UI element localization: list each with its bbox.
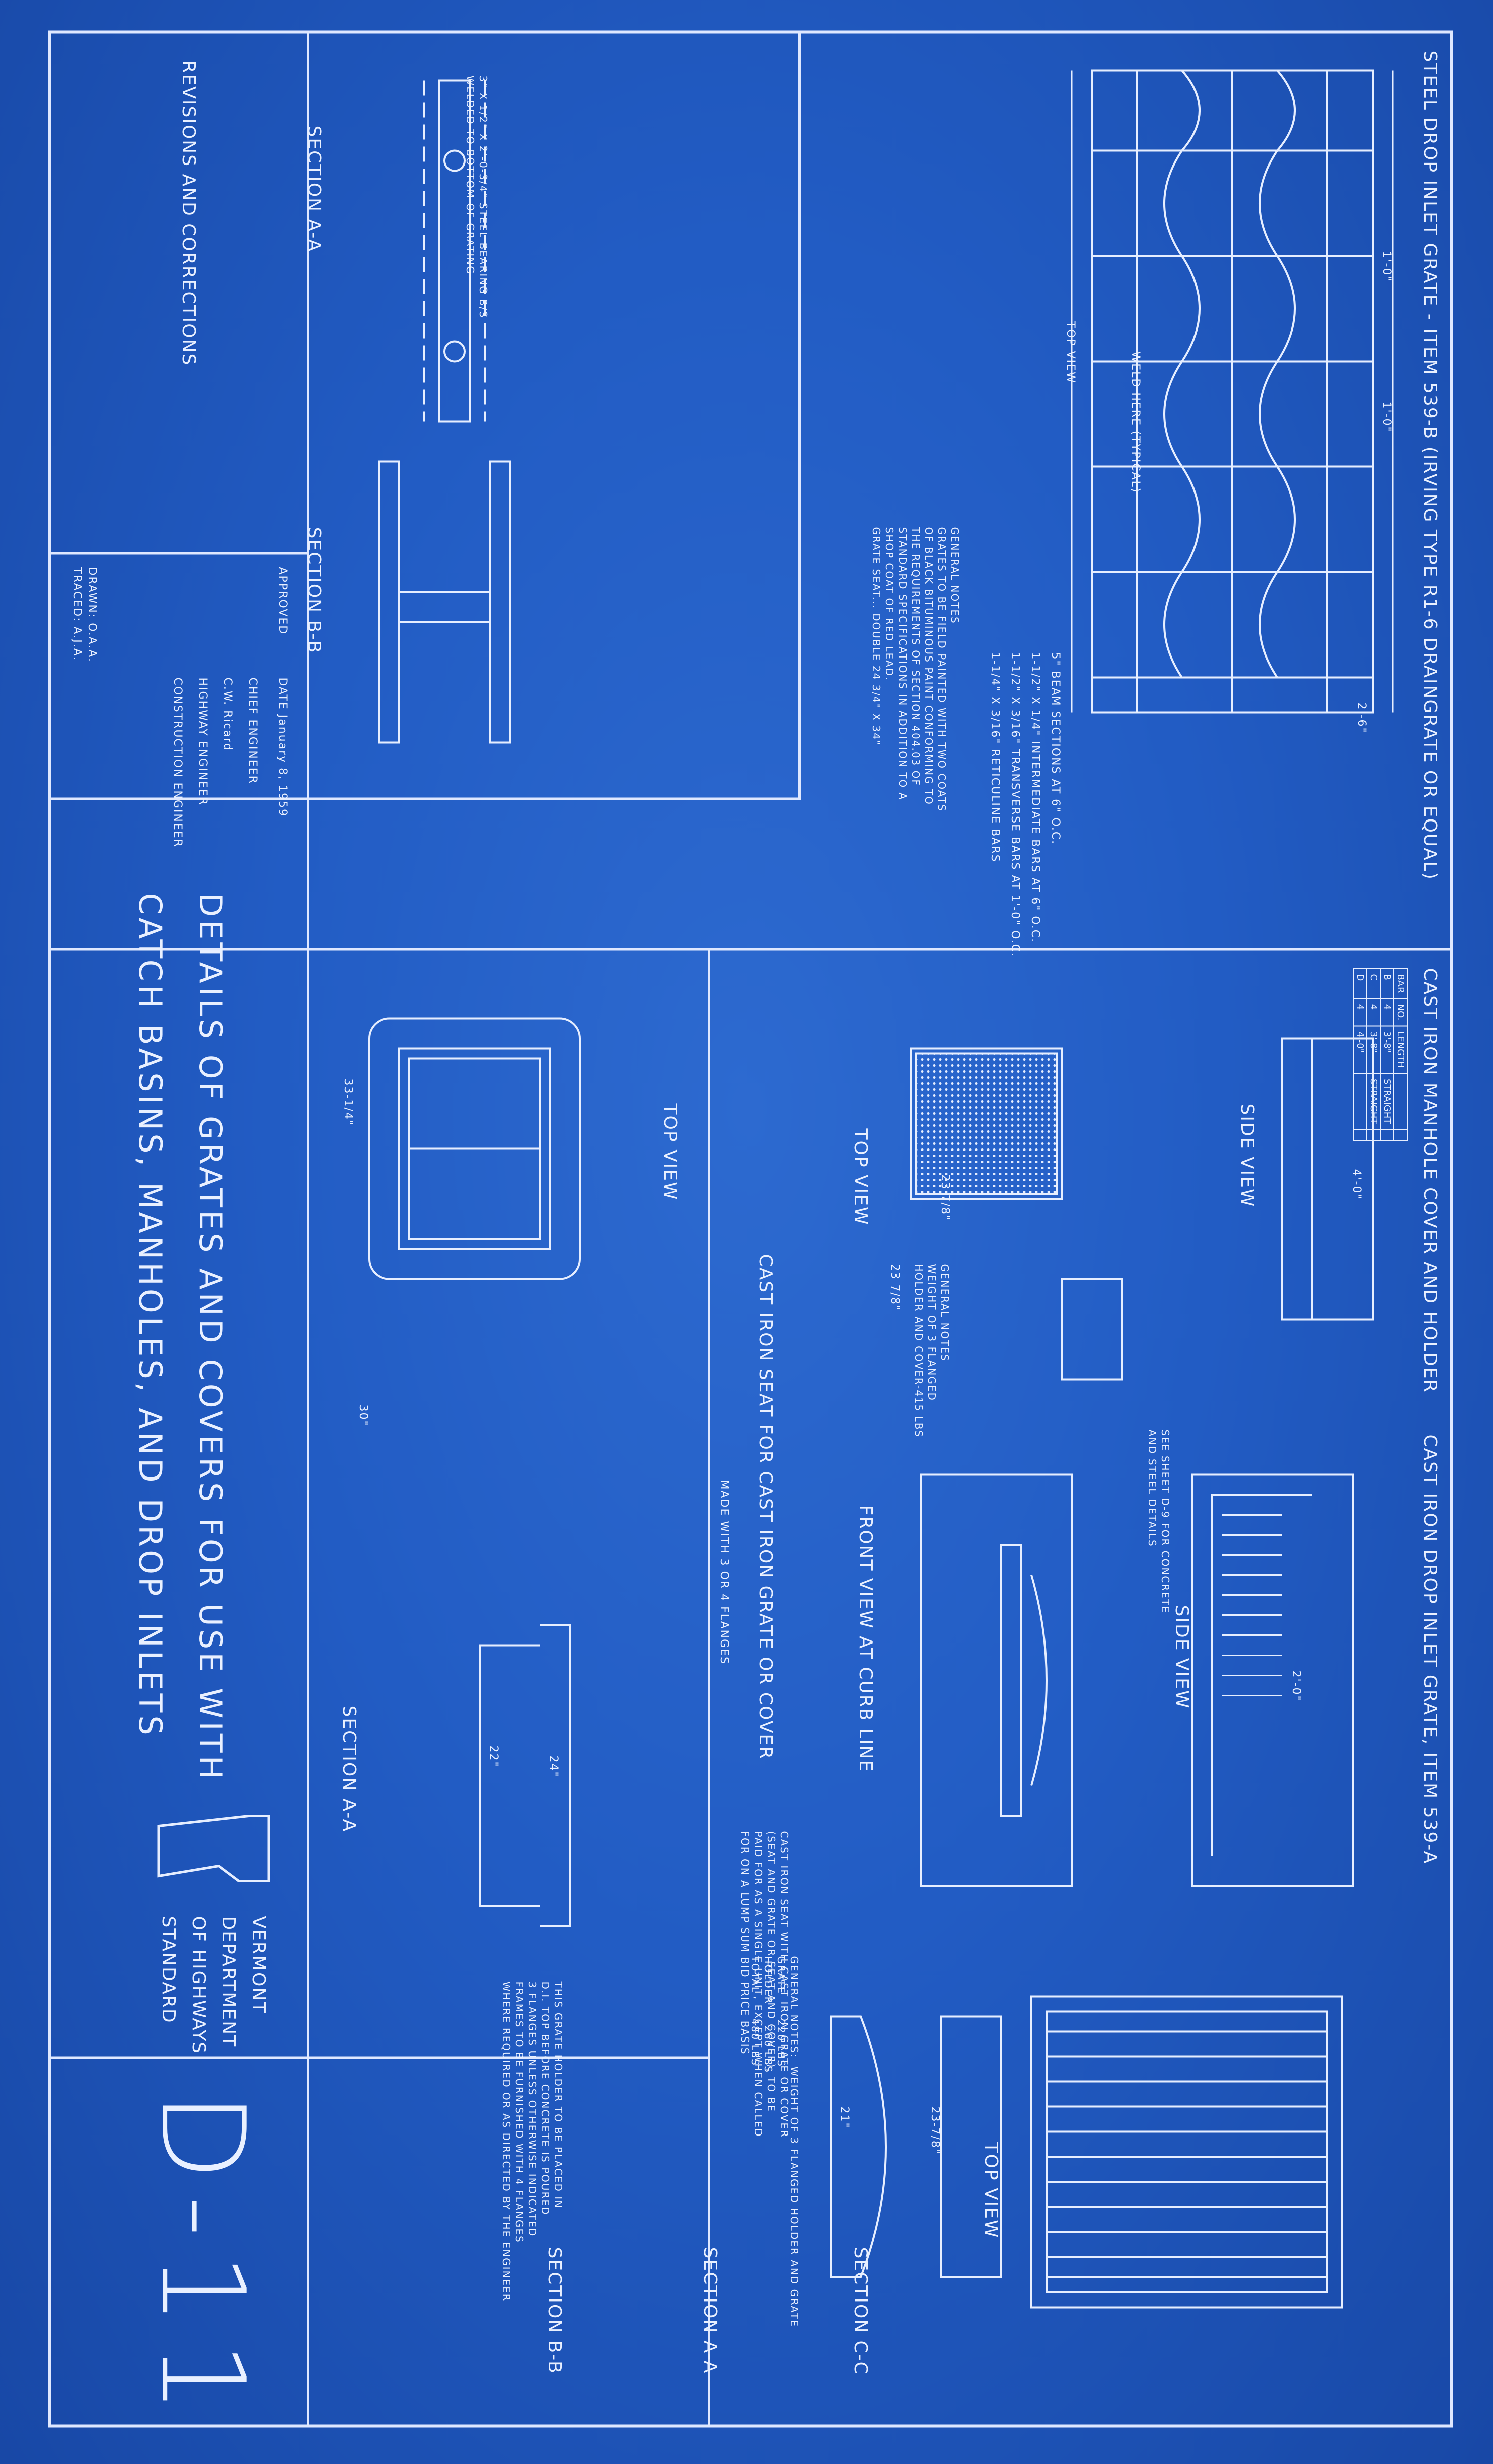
top-view-label-manhole: TOP VIEW	[850, 1128, 871, 1226]
concrete-note: SEE SHEET D-9 FOR CONCRETE AND STEEL DET…	[1146, 1429, 1171, 1614]
section-aa-label-steel: SECTION A-A	[304, 125, 324, 252]
date-label: DATE January 8, 1959	[276, 677, 289, 817]
table-header-cell	[1394, 1129, 1407, 1140]
weld-note: WELD HERE (TYPICAL)	[1129, 351, 1142, 493]
seat-pay-note: CAST IRON SEAT WITH CAST IRON GRATE OR C…	[739, 1831, 790, 2138]
vermont-state-icon	[157, 1814, 270, 1882]
dim-21: 21"	[838, 2106, 851, 2129]
table-cell: 4'-0"	[1353, 1025, 1367, 1073]
dim-22: 22"	[487, 1745, 500, 1768]
dim-23-7-8-a: 23 7/8"	[939, 1174, 951, 1221]
divider-steel-grate	[798, 30, 801, 797]
signature-name: C.W. Ricard	[221, 677, 234, 751]
sheet-number: D-11	[135, 2091, 269, 2429]
agency-highways: OF HIGHWAYS	[188, 1916, 209, 2054]
front-view-label: FRONT VIEW AT CURB LINE	[855, 1505, 876, 1772]
agency-vermont: VERMONT	[248, 1916, 269, 2014]
dim-23-7-8-c: 23-7/8"	[929, 2106, 941, 2155]
drop-inlet-side-front	[920, 1473, 1354, 1887]
section-bb-label-drop: SECTION B-B	[544, 2247, 565, 2374]
dim-1-0-b: 1'-0"	[1380, 401, 1393, 433]
table-cell: C	[1367, 968, 1380, 999]
drawn-by: DRAWN: O.A.A.	[86, 567, 98, 663]
signature-const: CONSTRUCTION ENGINEER	[171, 677, 184, 848]
table-cell	[1367, 1129, 1380, 1140]
drop-inlet-grate-title: CAST IRON DROP INLET GRATE, ITEM 539-A	[1420, 1434, 1440, 1864]
drop-inlet-top-view	[830, 1995, 1343, 2308]
reticuline-note: 1-1/4" X 3/16" RETICULINE BARS	[989, 652, 1001, 863]
table-cell: 4	[1353, 998, 1367, 1026]
table-cell: 3'-8"	[1367, 1025, 1380, 1073]
divider-approval	[48, 552, 309, 554]
manhole-cover-drawings	[910, 1037, 1374, 1380]
signature-hwy: HIGHWAY ENGINEER	[196, 677, 209, 806]
steel-grate-title: STEEL DROP INLET GRATE - ITEM 539-B (IRV…	[1420, 50, 1440, 880]
section-aa-label-drop: SECTION A-A	[700, 2247, 720, 2374]
beam-note: 5" BEAM SECTIONS AT 6" O.C.	[1049, 652, 1062, 845]
table-cell: D	[1353, 968, 1367, 999]
intermediate-note: 1-1/2" X 1/4" INTERMEDIATE BARS AT 6" O.…	[1029, 652, 1041, 943]
table-cell	[1353, 1129, 1367, 1140]
table-cell: B	[1380, 968, 1394, 999]
dim-2-0: 2'-0"	[1290, 1670, 1302, 1702]
side-view-label-drop: SIDE VIEW	[1171, 1605, 1192, 1709]
manhole-general-notes: GENERAL NOTES WEIGHT OF 3 FLANGED HOLDER…	[913, 1264, 951, 1438]
bearing-note: 3" X 1/2" X 2'-0-3/4" STEEL BEARING B/S …	[464, 75, 489, 318]
table-cell: 4	[1380, 998, 1394, 1026]
table-header-cell: BAR	[1394, 968, 1407, 999]
top-view-label-drop: TOP VIEW	[981, 2142, 1001, 2239]
dim-4-0: 4'-0"	[1350, 1169, 1363, 1200]
table-cell	[1353, 1073, 1367, 1129]
steel-sections	[378, 79, 511, 743]
divider-titleblock	[48, 797, 801, 800]
section-aa-label-seat: SECTION A-A	[339, 1705, 359, 1832]
top-view-label-steel: TOP VIEW	[1064, 321, 1077, 384]
table-cell	[1380, 1129, 1394, 1140]
section-cc-label: SECTION C-C	[850, 2247, 871, 2375]
table-header-cell: LENGTH	[1394, 1025, 1407, 1073]
divider-cast-iron	[708, 948, 710, 2427]
dim-2-6: 2'-6"	[1355, 702, 1368, 734]
table-header-cell: NO.	[1394, 998, 1407, 1026]
cast-iron-seat-drawings	[368, 1017, 581, 1280]
divider-vertical-mid	[48, 948, 1453, 950]
table-cell: 3'-8"	[1380, 1025, 1394, 1073]
top-view-label-seat: TOP VIEW	[660, 1103, 680, 1201]
table-header-cell	[1394, 1073, 1407, 1129]
table-cell: 4	[1367, 998, 1380, 1026]
dim-33-1-4: 33-1/4"	[342, 1078, 354, 1126]
grate-general-notes: GENERAL NOTES GRATES TO BE FIELD PAINTED…	[870, 527, 961, 812]
divider-title-band	[307, 30, 309, 2427]
approved-label: APPROVED	[276, 567, 289, 635]
revisions-label: REVISIONS AND CORRECTIONS	[178, 60, 199, 366]
dim-1-0-a: 1'-0"	[1380, 251, 1393, 282]
seat-section-aa-drawing	[479, 1624, 571, 1927]
main-title-line2: CATCH BASINS, MANHOLES, AND DROP INLETS	[132, 893, 169, 1738]
dim-30: 30"	[357, 1404, 369, 1427]
dim-24: 24"	[547, 1755, 560, 1778]
table-cell: STRAIGHT	[1380, 1073, 1394, 1129]
agency-standard: STANDARD	[158, 1916, 179, 2024]
signature-chief: CHIEF ENGINEER	[246, 677, 259, 784]
side-view-label-manhole: SIDE VIEW	[1237, 1103, 1257, 1207]
steel-grate-plan	[1071, 69, 1394, 713]
main-title-line1: DETAILS OF GRATES AND COVERS FOR USE WIT…	[192, 893, 229, 1782]
divider-d11	[48, 2056, 710, 2059]
traced-by: TRACED: A.J.A.	[71, 567, 83, 661]
section-bb-label-steel: SECTION B-B	[304, 527, 324, 654]
table-cell: STRAIGHT	[1367, 1073, 1380, 1129]
transverse-note: 1-1/2" X 3/16" TRANSVERSE BARS AT 1'-0" …	[1009, 652, 1021, 957]
agency-department: DEPARTMENT	[218, 1916, 239, 2047]
manhole-cover-title: CAST IRON MANHOLE COVER AND HOLDER	[1420, 968, 1440, 1393]
dim-23-7-8-b: 23 7/8"	[888, 1264, 901, 1311]
